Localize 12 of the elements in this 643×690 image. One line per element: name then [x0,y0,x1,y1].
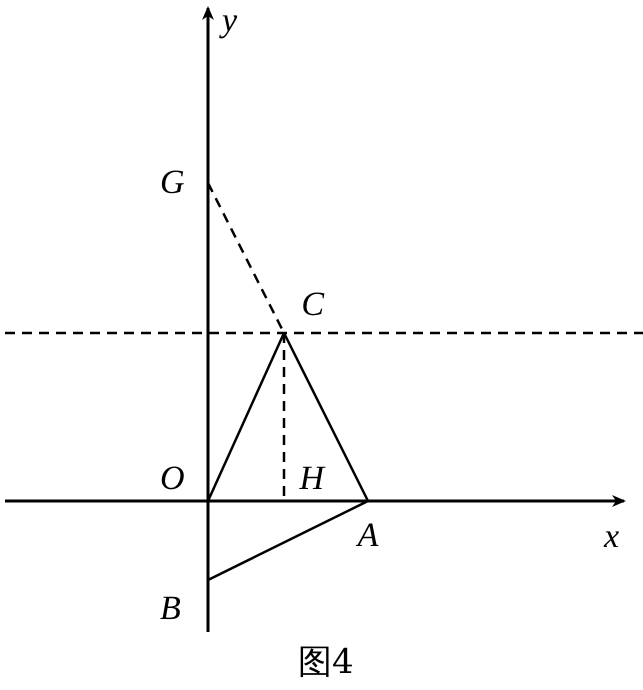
line-segment [282,332,370,502]
point-label: H [299,462,324,496]
line-segment [206,501,210,580]
point-label: A [358,519,378,553]
figure-caption: 图4 [298,645,354,679]
line-segment [206,332,286,502]
point-label: B [160,592,181,626]
axis-label: x [604,520,620,554]
point-label: C [301,288,324,322]
point-label: G [160,166,185,200]
point-label: O [160,462,185,496]
line-segment [207,500,369,582]
